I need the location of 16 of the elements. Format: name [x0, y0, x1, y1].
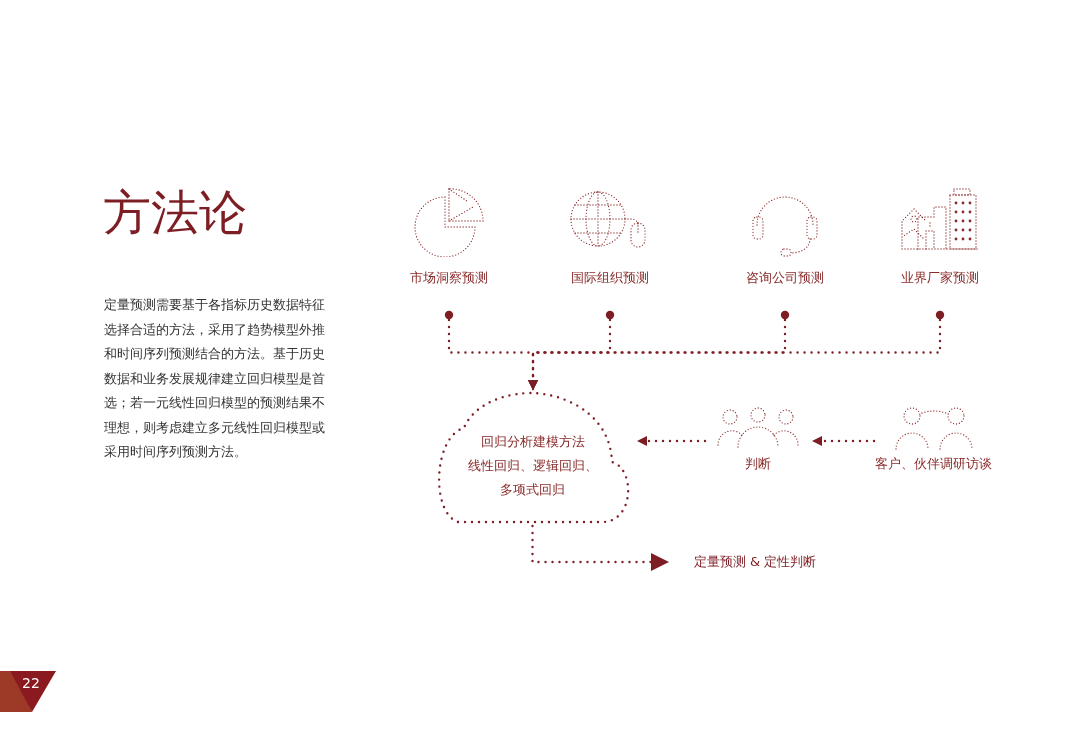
node-label: 国际组织预测 [570, 269, 650, 287]
page-number: 22 [22, 674, 40, 692]
dotted-arrow [531, 524, 671, 571]
page-title: 方法论 [103, 183, 247, 242]
node-label: 定量预测 & 定性判断 [692, 553, 818, 571]
method-list: 线性回归、逻辑回归、多项式回归 [462, 454, 603, 502]
method-heading: 回归分析建模方法 [479, 433, 586, 451]
description-paragraph: 定量预测需要基于各指标历史数据特征选择合适的方法，采用了趋势模型外推和时间序列预测结合的方法。基于历史数据和业务发展规律建立回归模型是首选；若一元线性回归模型的预测结果不理想，则考虑建立多元线性回归模型或采用时间序列预测方法。 [104, 296, 326, 461]
dotted-arrow [810, 436, 876, 446]
node-label: 咨询公司预测 [745, 269, 825, 287]
dotted-arrow [528, 318, 942, 392]
node-label: 客户、伙伴调研访谈 [874, 455, 993, 473]
node-label: 市场洞察预测 [409, 269, 489, 287]
dotted-arrow [635, 436, 707, 446]
node-label: 判断 [743, 455, 772, 473]
node-label: 业界厂家预测 [900, 269, 980, 287]
